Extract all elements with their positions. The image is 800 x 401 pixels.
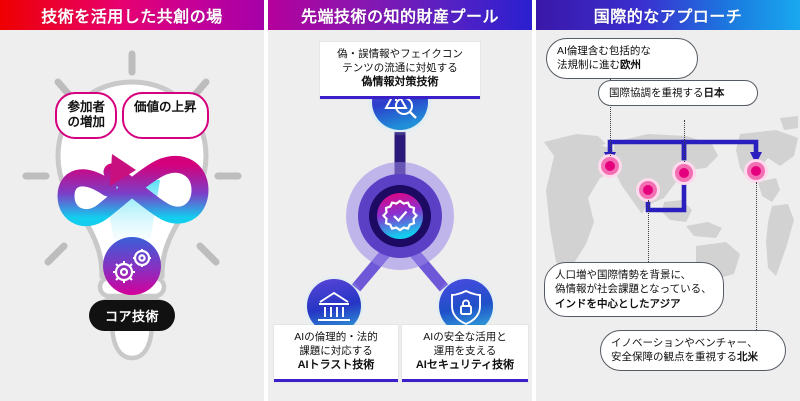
callout-na-line1: イノベーションやベンチャー、 xyxy=(611,337,758,349)
pill-participants-line2: の増加 xyxy=(67,115,105,130)
callout-europe-line2: 法規制に進む xyxy=(557,59,620,72)
label-ai-security: AIの安全な活用と 運用を支える AIセキュリティ技術 xyxy=(402,325,528,383)
lightbulb-illustration xyxy=(22,50,242,361)
callout-japan-region: 日本 xyxy=(703,87,725,99)
leader-line-north-america xyxy=(756,182,757,332)
label-ai-security-title: AIセキュリティ技術 xyxy=(415,359,515,372)
pill-value-line1: 価値の上昇 xyxy=(134,100,197,114)
pill-value: 価値の上昇 xyxy=(122,92,209,139)
panel-title-global-approach: 国際的なアプローチ xyxy=(536,0,800,30)
panel-body-co-creation: 参加者 の増加 価値の上昇 コア技術 xyxy=(0,30,264,401)
callout-japan: 国際協調を重視する日本 xyxy=(598,80,758,107)
panel-global-approach: 国際的なアプローチ xyxy=(536,0,800,401)
callout-europe-region: 欧州 xyxy=(620,59,641,72)
callout-asia: 人口増や国際情勢を背景に、 偽情報が社会課題となっている、 インドを中心としたア… xyxy=(544,262,724,318)
panel-body-global-approach: AI倫理含む包括的な 法規制に進む欧州 国際協調を重視する日本 人口増や国際情勢… xyxy=(536,30,800,401)
label-ai-trust: AIの倫理的・法的 課題に対応する AIトラスト技術 xyxy=(274,325,398,383)
callout-europe: AI倫理含む包括的な 法規制に進む欧州 xyxy=(546,38,698,79)
marker-north-america xyxy=(744,159,768,183)
leader-line-japan xyxy=(684,120,685,162)
panel-co-creation: 技術を活用した共創の場 xyxy=(0,0,264,401)
panel-title-co-creation: 技術を活用した共創の場 xyxy=(0,0,264,30)
callout-na-line2: 安全保障の観点を重視する xyxy=(611,351,737,364)
gears-circle xyxy=(103,237,161,295)
marker-india xyxy=(636,178,660,202)
label-ai-security-line1: AIの安全な活用と xyxy=(423,331,507,343)
marker-europe xyxy=(598,154,622,178)
core-technology-badge: コア技術 xyxy=(88,300,176,331)
label-disinformation-countermeasure: 偽・誤情報やフェイクコン テンツの流通に対処する 偽情報対策技術 xyxy=(320,42,480,100)
panel-title-ip-pool: 先端技術の知的財産プール xyxy=(268,0,532,30)
label-disinfo-title: 偽情報対策技術 xyxy=(361,76,439,89)
pill-participants: 参加者 の増加 xyxy=(55,92,117,139)
callout-asia-line1: 人口増や国際情勢を背景に、 xyxy=(555,269,692,281)
callout-japan-line2: 国際協調を重視する xyxy=(609,87,704,99)
loop-arrowhead-icon xyxy=(110,154,136,186)
hub-core xyxy=(377,193,423,239)
label-disinfo-line1: 偽・誤情報やフェイクコン xyxy=(337,48,463,60)
label-ai-security-line2: 運用を支える xyxy=(433,345,497,358)
arrowhead-north-america xyxy=(750,152,762,164)
infinity-loop-icon xyxy=(57,155,209,226)
pill-participants-line1: 参加者 xyxy=(67,100,105,114)
certified-gear-icon xyxy=(381,199,419,232)
leader-line-europe xyxy=(610,78,611,156)
label-ai-trust-line1: AIの倫理的・法的 xyxy=(294,331,378,343)
map-markers xyxy=(598,154,768,202)
bulb-rays-icon xyxy=(22,50,242,266)
label-ai-trust-line2: 課題に対応する xyxy=(299,345,373,358)
panel-ip-pool: 先端技術の知的財産プール xyxy=(268,0,532,401)
leader-line-india xyxy=(648,200,649,264)
label-ai-trust-title: AIトラスト技術 xyxy=(297,359,375,372)
outcome-pills: 参加者 の増加 価値の上昇 xyxy=(14,92,250,139)
callout-na-region: 北米 xyxy=(737,351,758,364)
callout-europe-line1: AI倫理含む包括的な xyxy=(557,45,651,57)
callout-asia-region: インドを中心としたアジア xyxy=(555,297,681,310)
callout-north-america: イノベーションやベンチャー、 安全保障の観点を重視する北米 xyxy=(600,330,786,371)
callout-asia-line2: 偽情報が社会課題となっている、 xyxy=(555,283,712,296)
institution-icon xyxy=(318,291,350,321)
panel-body-ip-pool: 偽・誤情報やフェイクコン テンツの流通に対処する 偽情報対策技術 AIの倫理的・… xyxy=(268,30,532,401)
marker-japan xyxy=(672,161,696,185)
gears-icon xyxy=(113,249,151,283)
label-disinfo-line2: テンツの流通に対処する xyxy=(342,62,458,75)
shield-lock-icon xyxy=(451,289,481,326)
